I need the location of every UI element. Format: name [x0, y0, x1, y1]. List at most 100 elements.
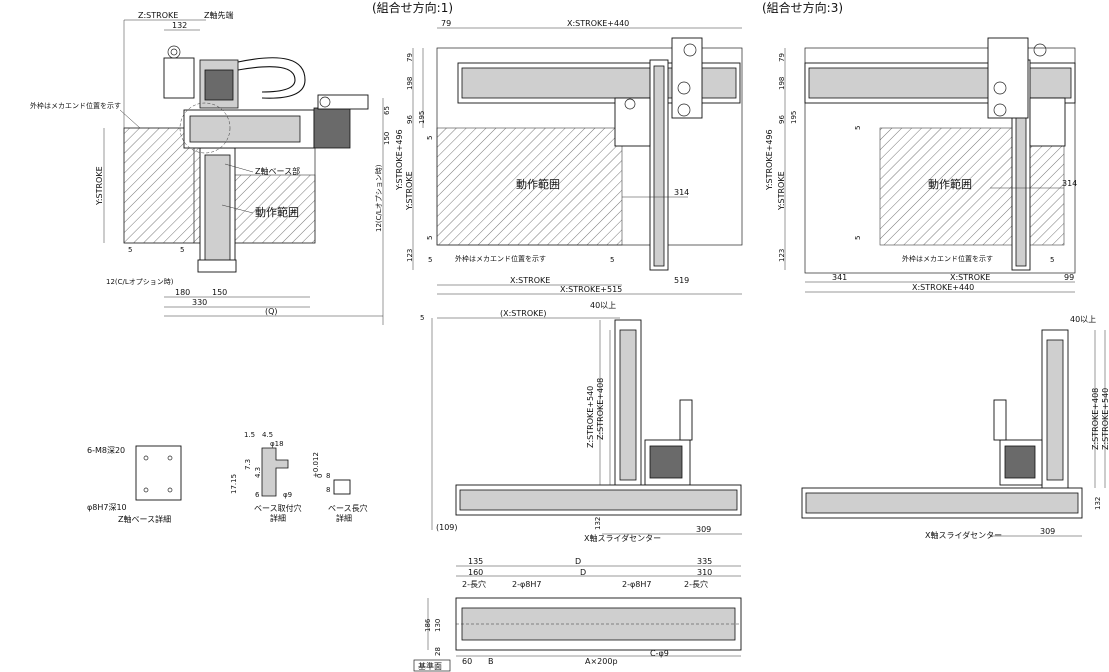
detail-views: 6-M8深20 φ8H7深10 Z軸ベース詳細 1.5 4.5 φ18 7.3 …	[87, 431, 368, 524]
v1-dim-79b: 79	[406, 53, 414, 62]
bottom-b: B	[488, 657, 494, 666]
left-dim-180: 180	[175, 288, 190, 297]
detail-8a: 8	[326, 472, 330, 480]
v1f-dim-5: 5	[420, 314, 424, 322]
detail-base-hole: ベース取付穴	[254, 503, 302, 513]
detail-8b: 8	[326, 486, 330, 494]
v1f-dim-309: 309	[696, 525, 711, 534]
v1f-dim-40: 40以上	[590, 301, 616, 310]
left-operating-range: 動作範囲	[255, 205, 299, 219]
bottom-holes: C-φ9	[650, 649, 669, 658]
bottom-dim-130: 130	[434, 619, 442, 632]
left-y-stroke: Y:STROKE	[95, 166, 104, 206]
v1-dim-5d: 5	[610, 256, 614, 264]
detail-long-hole: ベース長穴	[328, 503, 368, 513]
v1-x-stroke: X:STROKE	[510, 276, 550, 285]
v1-dim-79a: 79	[441, 19, 451, 28]
view1-front: 5 (X:STROKE) 40以上 Z:STROKE+540 Z:STROKE+…	[420, 301, 742, 543]
v1-y-stroke: Y:STROKE	[405, 171, 414, 211]
detail-m8: 6-M8深20	[87, 446, 125, 455]
bottom-dim-135: 135	[468, 557, 483, 566]
bottom-dim-186: 186	[424, 618, 432, 632]
view3-front: 40以上 Z:STROKE+408 Z:STROKE+540 132 X軸スライ…	[801, 315, 1109, 540]
bottom-dim-310: 310	[697, 568, 712, 577]
v3-dim-5c: 5	[1050, 256, 1054, 264]
v3f-dim-309: 309	[1040, 527, 1055, 536]
detail-base-hole-2: 詳細	[270, 513, 286, 523]
v1-operating-range: 動作範囲	[516, 177, 560, 191]
v3-x-stroke: X:STROKE	[950, 273, 990, 282]
left-view: Z:STROKE Z軸先端 132 外枠はメカエンド位置を示す Y:STROKE…	[30, 10, 391, 325]
left-dim-132: 132	[172, 21, 187, 30]
bottom-pitch: A×200p	[585, 657, 618, 666]
left-dim-150a: 150	[383, 132, 391, 145]
detail-phi18: φ18	[270, 440, 284, 448]
v3-operating-range: 動作範囲	[928, 177, 972, 191]
v3-x-stroke-440: X:STROKE+440	[912, 283, 974, 292]
v1-x-stroke-515: X:STROKE+515	[560, 285, 622, 294]
detail-7-3: 7.3	[244, 459, 252, 470]
v1-dim-314: 314	[674, 188, 689, 197]
left-outer-frame-note: 外枠はメカエンド位置を示す	[30, 101, 121, 110]
detail-phi9: φ9	[283, 491, 292, 499]
v3-dim-5a: 5	[854, 126, 862, 130]
v1f-x-stroke-paren: (X:STROKE)	[500, 309, 547, 318]
detail-1-5: 1.5	[244, 431, 255, 439]
left-dim-330: 330	[192, 298, 207, 307]
v1f-z-stroke-408: Z:STROKE+408	[596, 378, 605, 440]
bottom-datum: 基準面	[418, 661, 442, 671]
v1-x-stroke-440: X:STROKE+440	[567, 19, 629, 28]
bottom-view: 135 160 D D 335 310 2-長穴 2-φ8H7 2-φ8H7 2…	[413, 557, 742, 672]
detail-4-5: 4.5	[262, 431, 273, 439]
v3f-dim-40: 40以上	[1070, 315, 1096, 324]
v1-dim-123: 123	[406, 249, 414, 262]
v1-dim-96: 96	[406, 115, 414, 124]
v1-dim-5b: 5	[426, 236, 434, 240]
left-z-base: Z軸ベース部	[255, 166, 300, 176]
left-cl-option-horizontal: 12(C/Lオプション時)	[106, 278, 174, 286]
detail-z-base: Z軸ベース詳細	[118, 514, 171, 524]
left-dim-q: (Q)	[265, 307, 278, 316]
v3-y-stroke-496: Y:STROKE+496	[765, 129, 774, 191]
left-dim-65: 65	[383, 106, 391, 115]
detail-17-15: 17.15	[230, 474, 238, 494]
v3-dim-198: 198	[778, 77, 786, 90]
left-z-tip: Z軸先端	[204, 10, 233, 20]
detail-long-hole-2: 詳細	[336, 513, 352, 523]
v3-dim-314: 314	[1062, 179, 1077, 188]
direction3-title: (組合せ方向:3)	[762, 0, 843, 15]
detail-tol0: 0	[316, 474, 324, 478]
left-cl-option-vertical: 12(C/Lオプション時)	[375, 164, 383, 232]
v3f-z-stroke-540: Z:STROKE+540	[1101, 388, 1109, 450]
v3-dim-341: 341	[832, 273, 847, 282]
v3-y-stroke: Y:STROKE	[777, 171, 786, 211]
bottom-d-top: D	[575, 557, 581, 566]
bottom-h7-b: 2-φ8H7	[622, 580, 651, 589]
v3-dim-5b: 5	[854, 236, 862, 240]
v1f-z-stroke-540: Z:STROKE+540	[586, 386, 595, 448]
detail-6: 6	[255, 491, 260, 499]
view1-top: 79 X:STROKE+440 79 198 96 195 Y:STROKE+4…	[395, 19, 743, 295]
v1-y-stroke-496: Y:STROKE+496	[395, 129, 404, 191]
bottom-slot-a: 2-長穴	[462, 579, 486, 589]
detail-tol: +0.012	[312, 452, 320, 478]
bottom-dim-28: 28	[434, 647, 442, 656]
v1-dim-519: 519	[674, 276, 689, 285]
v3f-slider-center: X軸スライダセンター	[925, 530, 1002, 540]
left-dim-5a: 5	[128, 246, 132, 254]
left-dim-5b: 5	[180, 246, 184, 254]
detail-4-3: 4.3	[254, 467, 262, 478]
view3-top: 79 198 96 195 Y:STROKE+496 Y:STROKE 5 動作…	[765, 37, 1077, 293]
v3f-z-stroke-408: Z:STROKE+408	[1091, 388, 1100, 450]
left-z-stroke: Z:STROKE	[138, 11, 178, 20]
bottom-slot-b: 2-長穴	[684, 579, 708, 589]
bottom-dim-60: 60	[462, 657, 472, 666]
v3-dim-195: 195	[790, 111, 798, 124]
v1-outer-frame-note: 外枠はメカエンド位置を示す	[455, 254, 546, 263]
v1-dim-5a: 5	[426, 136, 434, 140]
direction1-title: (組合せ方向:1)	[372, 0, 453, 15]
bottom-d-mid: D	[580, 568, 586, 577]
v3-outer-frame-note: 外枠はメカエンド位置を示す	[902, 254, 993, 263]
v3-dim-123: 123	[778, 249, 786, 262]
